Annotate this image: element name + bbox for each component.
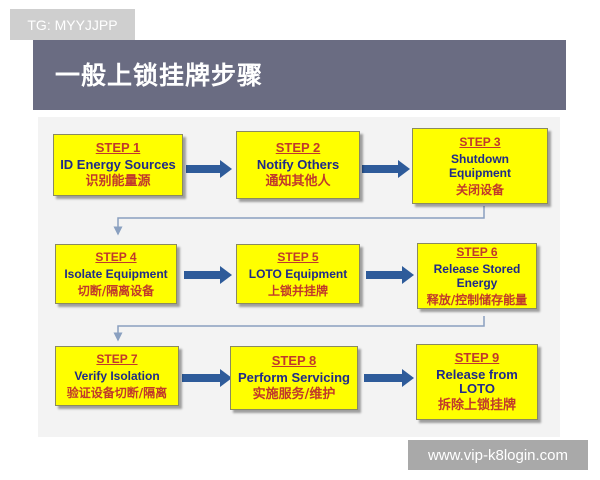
connector-step3-step4 xyxy=(113,206,485,236)
step-1-chinese: 识别能量源 xyxy=(85,174,151,189)
step-9-box: STEP 9 Release from LOTO 拆除上锁挂牌 xyxy=(416,344,538,420)
step-8-box: STEP 8 Perform Servicing 实施服务/维护 xyxy=(230,346,358,410)
arrow-step4-step5 xyxy=(184,266,232,284)
step-6-label: STEP 6 xyxy=(456,244,498,259)
step-8-label: STEP 8 xyxy=(271,353,317,368)
title-banner: 一般上锁挂牌步骤 xyxy=(33,40,566,110)
step-4-box: STEP 4 Isolate Equipment 切断/隔离设备 xyxy=(55,244,177,304)
step-4-label: STEP 4 xyxy=(95,249,137,264)
step-9-chinese: 拆除上锁挂牌 xyxy=(437,398,516,413)
step-3-box: STEP 3 Shutdown Equipment 关闭设备 xyxy=(412,128,548,204)
watermark-bottom-right: www.vip-k8login.com xyxy=(408,440,588,470)
step-5-label: STEP 5 xyxy=(277,249,319,264)
arrow-step5-step6 xyxy=(366,266,414,284)
step-4-english: Isolate Equipment xyxy=(64,266,168,281)
watermark-top-left: TG: MYYJJPP xyxy=(10,9,135,40)
step-6-chinese: 释放/控制储存能量 xyxy=(426,292,528,307)
step-6-english: Release Stored Energy xyxy=(433,261,521,290)
step-2-chinese: 通知其他人 xyxy=(265,174,331,189)
step-5-box: STEP 5 LOTO Equipment 上锁并挂牌 xyxy=(236,244,360,304)
step-8-chinese: 实施服务/维护 xyxy=(252,387,336,402)
step-1-label: STEP 1 xyxy=(95,140,141,155)
step-9-label: STEP 9 xyxy=(454,350,500,365)
arrow-step1-step2 xyxy=(186,160,232,178)
step-2-box: STEP 2 Notify Others 通知其他人 xyxy=(236,131,360,199)
arrow-step2-step3 xyxy=(362,160,410,178)
step-9-english: Release from LOTO xyxy=(436,367,518,396)
step-7-label: STEP 7 xyxy=(96,351,138,366)
step-2-english: Notify Others xyxy=(256,157,340,172)
connector-step6-step7 xyxy=(113,316,485,342)
step-3-english: Shutdown Equipment xyxy=(449,151,511,180)
step-6-box: STEP 6 Release Stored Energy 释放/控制储存能量 xyxy=(417,243,537,309)
step-5-chinese: 上锁并挂牌 xyxy=(267,283,328,298)
step-1-box: STEP 1 ID Energy Sources 识别能量源 xyxy=(53,134,183,196)
arrow-step8-step9 xyxy=(364,369,414,387)
step-7-box: STEP 7 Verify Isolation 验证设备切断/隔离 xyxy=(55,346,179,406)
step-7-english: Verify Isolation xyxy=(74,368,160,383)
step-4-chinese: 切断/隔离设备 xyxy=(77,283,155,298)
step-7-chinese: 验证设备切断/隔离 xyxy=(66,385,168,400)
step-8-english: Perform Servicing xyxy=(238,370,350,385)
step-3-label: STEP 3 xyxy=(459,134,501,149)
step-5-english: LOTO Equipment xyxy=(248,266,348,281)
page-title: 一般上锁挂牌步骤 xyxy=(55,61,264,90)
step-2-label: STEP 2 xyxy=(275,140,321,155)
step-3-chinese: 关闭设备 xyxy=(455,182,504,197)
arrow-step7-step8 xyxy=(182,369,232,387)
step-1-english: ID Energy Sources xyxy=(60,157,176,172)
